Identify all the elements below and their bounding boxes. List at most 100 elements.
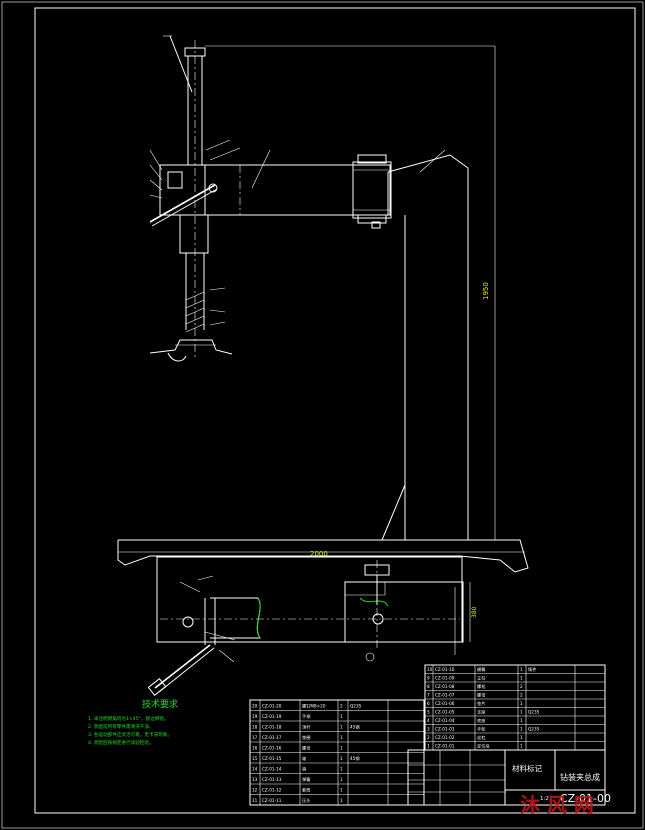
upper-table-cell: 1	[520, 727, 523, 732]
upper-table-cell: Q235	[528, 710, 540, 715]
base-profile	[117, 539, 529, 573]
watermark: 沐 风 网	[520, 793, 594, 817]
upper-table-cell: CZ-01-10	[435, 667, 455, 672]
upper-table-cell: CZ-01-07	[435, 693, 455, 698]
lower-table-cell: 1	[340, 777, 343, 782]
upper-table-cell: 定位块	[477, 743, 490, 750]
upper-table-cell: 手轮	[477, 726, 486, 733]
lower-table-cell: CZ-01-13	[262, 777, 282, 782]
lower-table-cell: CZ-01-15	[262, 756, 282, 761]
lower-table-cell: 11	[252, 798, 258, 803]
dimension-lines	[118, 45, 525, 553]
lower-table-cell: 15	[252, 756, 258, 761]
lower-table-cell: 1	[340, 714, 343, 719]
lower-table-cell: 轴	[302, 755, 306, 762]
lower-table-cell: 1	[340, 798, 343, 803]
upper-table-cell: 丝杠	[477, 734, 485, 741]
lower-table-cell: CZ-01-12	[262, 788, 282, 793]
upper-table-cell: 3	[427, 727, 430, 732]
lever-mechanism	[149, 139, 241, 326]
upper-table-cell: 1	[520, 744, 523, 749]
upper-table-cell: 1	[520, 718, 523, 723]
upper-table-cell: CZ-01-05	[435, 710, 455, 715]
upper-table-cell: 2	[427, 735, 430, 740]
height-dimension: 1950	[482, 282, 490, 300]
tech-requirements-title: 技术要求	[142, 698, 178, 710]
tech-requirement-2: 2. 装配前所有零件需清洗干净。	[88, 723, 154, 730]
upper-table-cell: CZ-01-09	[435, 676, 455, 681]
title-block: 材料标记 钻装夹总成 CZ-01-00 1:2	[407, 749, 611, 806]
upper-table-cell: 9	[427, 676, 430, 681]
elevation-view: 1950 2000	[118, 35, 525, 558]
upper-table-cell: CZ-01-08	[435, 684, 455, 689]
drawing-scale: 1:2	[540, 796, 549, 802]
column	[358, 149, 482, 541]
plan-view	[147, 556, 471, 696]
upper-table-cell: 1	[520, 676, 523, 681]
lower-table-cell: 1	[340, 746, 343, 751]
lower-table-cell: CZ-01-11	[262, 798, 282, 803]
lower-table-cell: 45钢	[350, 755, 360, 762]
upper-table-cell: 2	[520, 684, 523, 689]
lower-table-cell: 1	[340, 725, 343, 730]
base-depth-dimension: 380	[471, 606, 478, 618]
drawing-name: 钻装夹总成	[560, 772, 600, 782]
lower-table-cell: 手柄	[302, 713, 310, 720]
lower-table-cell: 2	[340, 704, 343, 709]
spindle	[149, 35, 233, 362]
upper-table-cell: CZ-01-01	[435, 744, 455, 749]
upper-table-cell: 支座	[477, 709, 485, 716]
lower-table-cell: 套筒	[302, 787, 310, 794]
upper-table-cell: 4	[427, 718, 430, 723]
upper-table-cell: 1	[520, 735, 523, 740]
upper-table-cell: CZ-01-03	[435, 727, 455, 732]
upper-table-cell: CZ-01-04	[435, 718, 455, 723]
upper-table-cell: CZ-01-06	[435, 701, 455, 706]
upper-table-cell: 8	[427, 684, 430, 689]
lower-table-cell: 压头	[302, 797, 310, 804]
upper-table-cell: Q235	[528, 727, 540, 732]
upper-table-cell: 5	[427, 710, 430, 715]
lower-table-cell: 1	[340, 756, 343, 761]
lower-table-cell: 螺母	[302, 745, 310, 752]
lower-table-cell: 垫圈	[302, 734, 310, 741]
upper-table-cell: 铸件	[528, 666, 536, 673]
upper-table-cell: 1	[520, 710, 523, 715]
spring-hatch	[185, 291, 205, 333]
tech-requirement-1: 1. 未注明倒角均为1×45°，锐边倒钝。	[88, 715, 168, 722]
lower-table-cell: 1	[340, 788, 343, 793]
upper-table-cell: 螺母	[477, 692, 485, 699]
lower-table-cell: 13	[252, 777, 258, 782]
lower-table-cell: 1	[340, 767, 343, 772]
lower-table-cell: CZ-01-19	[262, 714, 282, 719]
upper-table-cell: CZ-01-02	[435, 735, 455, 740]
lower-table-cell: CZ-01-16	[262, 746, 282, 751]
lower-table-cell: 螺钉M8×20	[302, 703, 326, 710]
upper-table-cell: 7	[427, 693, 430, 698]
arm	[204, 149, 392, 229]
upper-table-cell: 垫片	[477, 700, 485, 707]
upper-table-cell: 立柱	[477, 675, 486, 682]
upper-table-cell: 1	[520, 701, 523, 706]
upper-table-cell: 1	[520, 667, 523, 672]
lower-table-cell: 1	[340, 735, 343, 740]
upper-table-cell: 底座	[477, 717, 485, 724]
tech-requirement-4: 4. 装配后按规定进行试验检验。	[88, 739, 154, 746]
tech-requirement-3: 3. 各运动部件应灵活可靠，无卡滞现象。	[88, 731, 172, 738]
lower-table-cell: Q235	[350, 704, 362, 709]
lower-table-cell: 19	[252, 714, 258, 719]
lower-table-cell: 17	[252, 735, 258, 740]
lower-table-cell: 45钢	[350, 724, 360, 731]
upper-table-cell: 横臂	[477, 666, 485, 673]
lower-table-cell: CZ-01-18	[262, 725, 282, 730]
lower-table-cell: CZ-01-17	[262, 735, 282, 740]
lower-table-cell: CZ-01-14	[262, 767, 282, 772]
drawing-number: CZ-01-00	[560, 792, 611, 805]
lower-table-cell: 18	[252, 725, 258, 730]
lower-table-cell: 12	[252, 788, 258, 793]
material-mark-label: 材料标记	[512, 763, 542, 773]
